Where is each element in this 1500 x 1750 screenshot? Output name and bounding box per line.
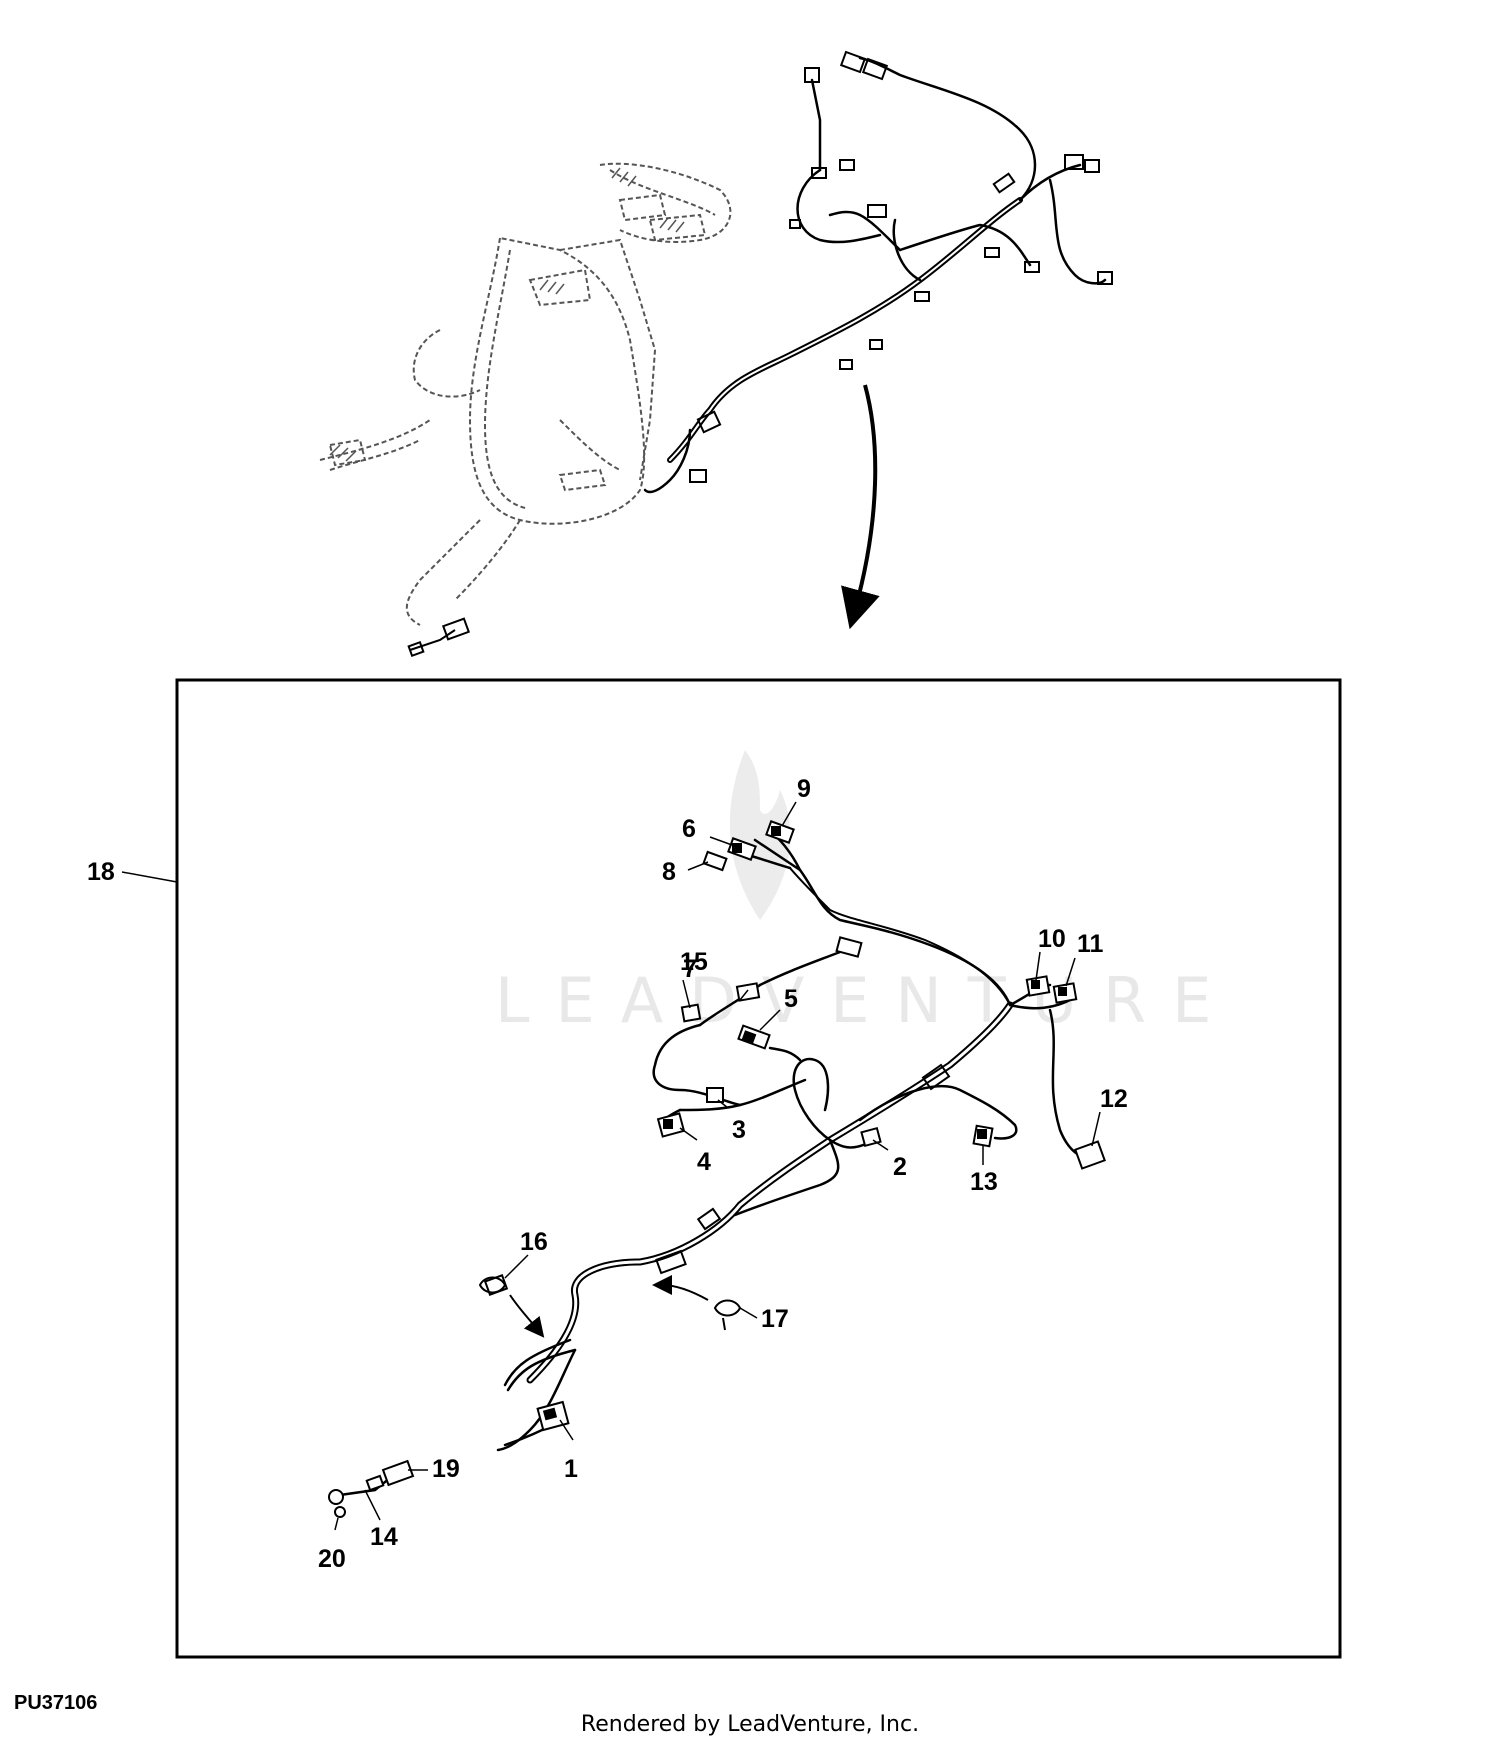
callout-10: 10 xyxy=(1038,925,1066,953)
callouts: 1 2 3 4 5 6 7 8 9 10 11 12 13 14 15 16 1… xyxy=(87,775,1128,1573)
callout-4: 4 xyxy=(697,1148,711,1176)
callout-3: 3 xyxy=(732,1116,746,1144)
callout-13: 13 xyxy=(970,1168,998,1196)
detail-arrow xyxy=(841,384,880,630)
callout-1: 1 xyxy=(564,1455,578,1483)
callout-16: 16 xyxy=(520,1228,548,1256)
callout-11: 11 xyxy=(1077,930,1104,958)
callout-8: 8 xyxy=(662,858,676,886)
callout-9: 9 xyxy=(797,775,811,803)
callout-5: 5 xyxy=(784,985,798,1013)
clip-arrows xyxy=(509,1275,709,1338)
leader-lines xyxy=(121,801,1101,1531)
footer-credit: Rendered by LeadVenture, Inc. xyxy=(580,1712,920,1737)
figure-id: PU37106 xyxy=(14,1692,98,1714)
callout-18: 18 xyxy=(87,858,115,886)
callout-20: 20 xyxy=(318,1545,346,1573)
detail-frame xyxy=(175,678,1342,1659)
watermark: LEADVENTURE xyxy=(495,750,1237,1037)
ghost-frame-hatching xyxy=(329,167,685,462)
callout-7: 7 xyxy=(683,955,697,983)
detail-harness xyxy=(496,828,1097,1452)
svg-text:LEADVENTURE: LEADVENTURE xyxy=(495,964,1237,1037)
callout-19: 19 xyxy=(432,1455,460,1483)
ghost-lower-connector xyxy=(407,617,471,658)
callout-12: 12 xyxy=(1100,1085,1128,1113)
ghost-frame-outline xyxy=(319,162,732,626)
callout-17: 17 xyxy=(761,1305,789,1333)
callout-14: 14 xyxy=(370,1523,398,1551)
callout-6: 6 xyxy=(682,815,696,843)
overview-harness xyxy=(643,50,1113,494)
callout-15: 15 xyxy=(680,948,708,976)
callout-2: 2 xyxy=(893,1153,907,1181)
